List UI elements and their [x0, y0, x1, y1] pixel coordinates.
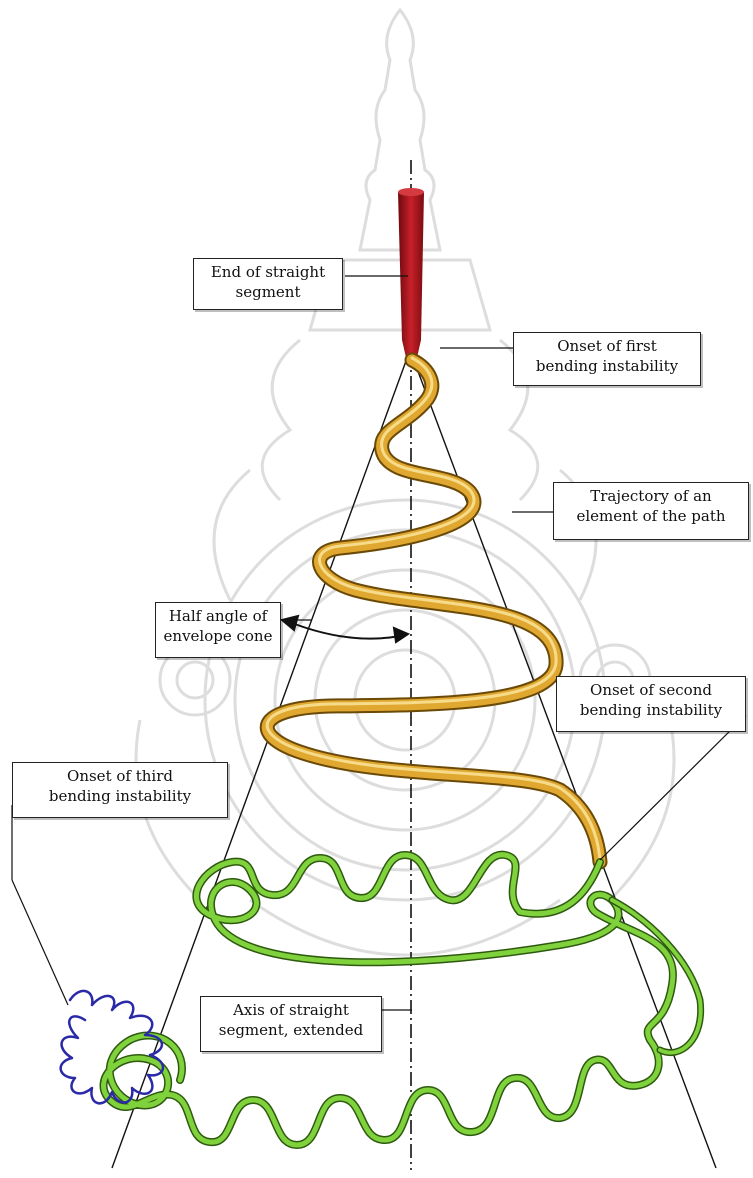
label-trajectory-line2: element of the path: [558, 506, 744, 526]
label-axis-straight-segment: Axis of straight segment, extended: [200, 996, 382, 1052]
label-end-straight-line1: End of straight: [198, 262, 338, 282]
leader-lines: [12, 276, 746, 1010]
label-trajectory-line1: Trajectory of an: [558, 486, 744, 506]
straight-segment: [398, 188, 424, 362]
label-axis-line2: segment, extended: [205, 1020, 377, 1040]
label-end-of-straight-segment: End of straight segment: [193, 258, 343, 310]
second-coils: [104, 855, 701, 1145]
label-end-straight-line2: segment: [198, 282, 338, 302]
label-onset-second-line1: Onset of second: [561, 680, 741, 700]
label-onset-second-bending: Onset of second bending instability: [556, 676, 746, 732]
label-onset-third-bending: Onset of third bending instability: [12, 762, 228, 818]
label-onset-first-line2: bending instability: [518, 356, 696, 376]
label-half-angle: Half angle of envelope cone: [155, 602, 281, 658]
label-onset-third-line2: bending instability: [17, 786, 223, 806]
leader-onset-third-b: [12, 880, 68, 1005]
label-half-angle-line1: Half angle of: [160, 606, 276, 626]
label-onset-third-line1: Onset of third: [17, 766, 223, 786]
label-half-angle-line2: envelope cone: [160, 626, 276, 646]
label-onset-second-line2: bending instability: [561, 700, 741, 720]
label-trajectory: Trajectory of an element of the path: [553, 482, 749, 540]
label-onset-first-bending: Onset of first bending instability: [513, 332, 701, 386]
label-onset-first-line1: Onset of first: [518, 336, 696, 356]
label-axis-line1: Axis of straight: [205, 1000, 377, 1020]
